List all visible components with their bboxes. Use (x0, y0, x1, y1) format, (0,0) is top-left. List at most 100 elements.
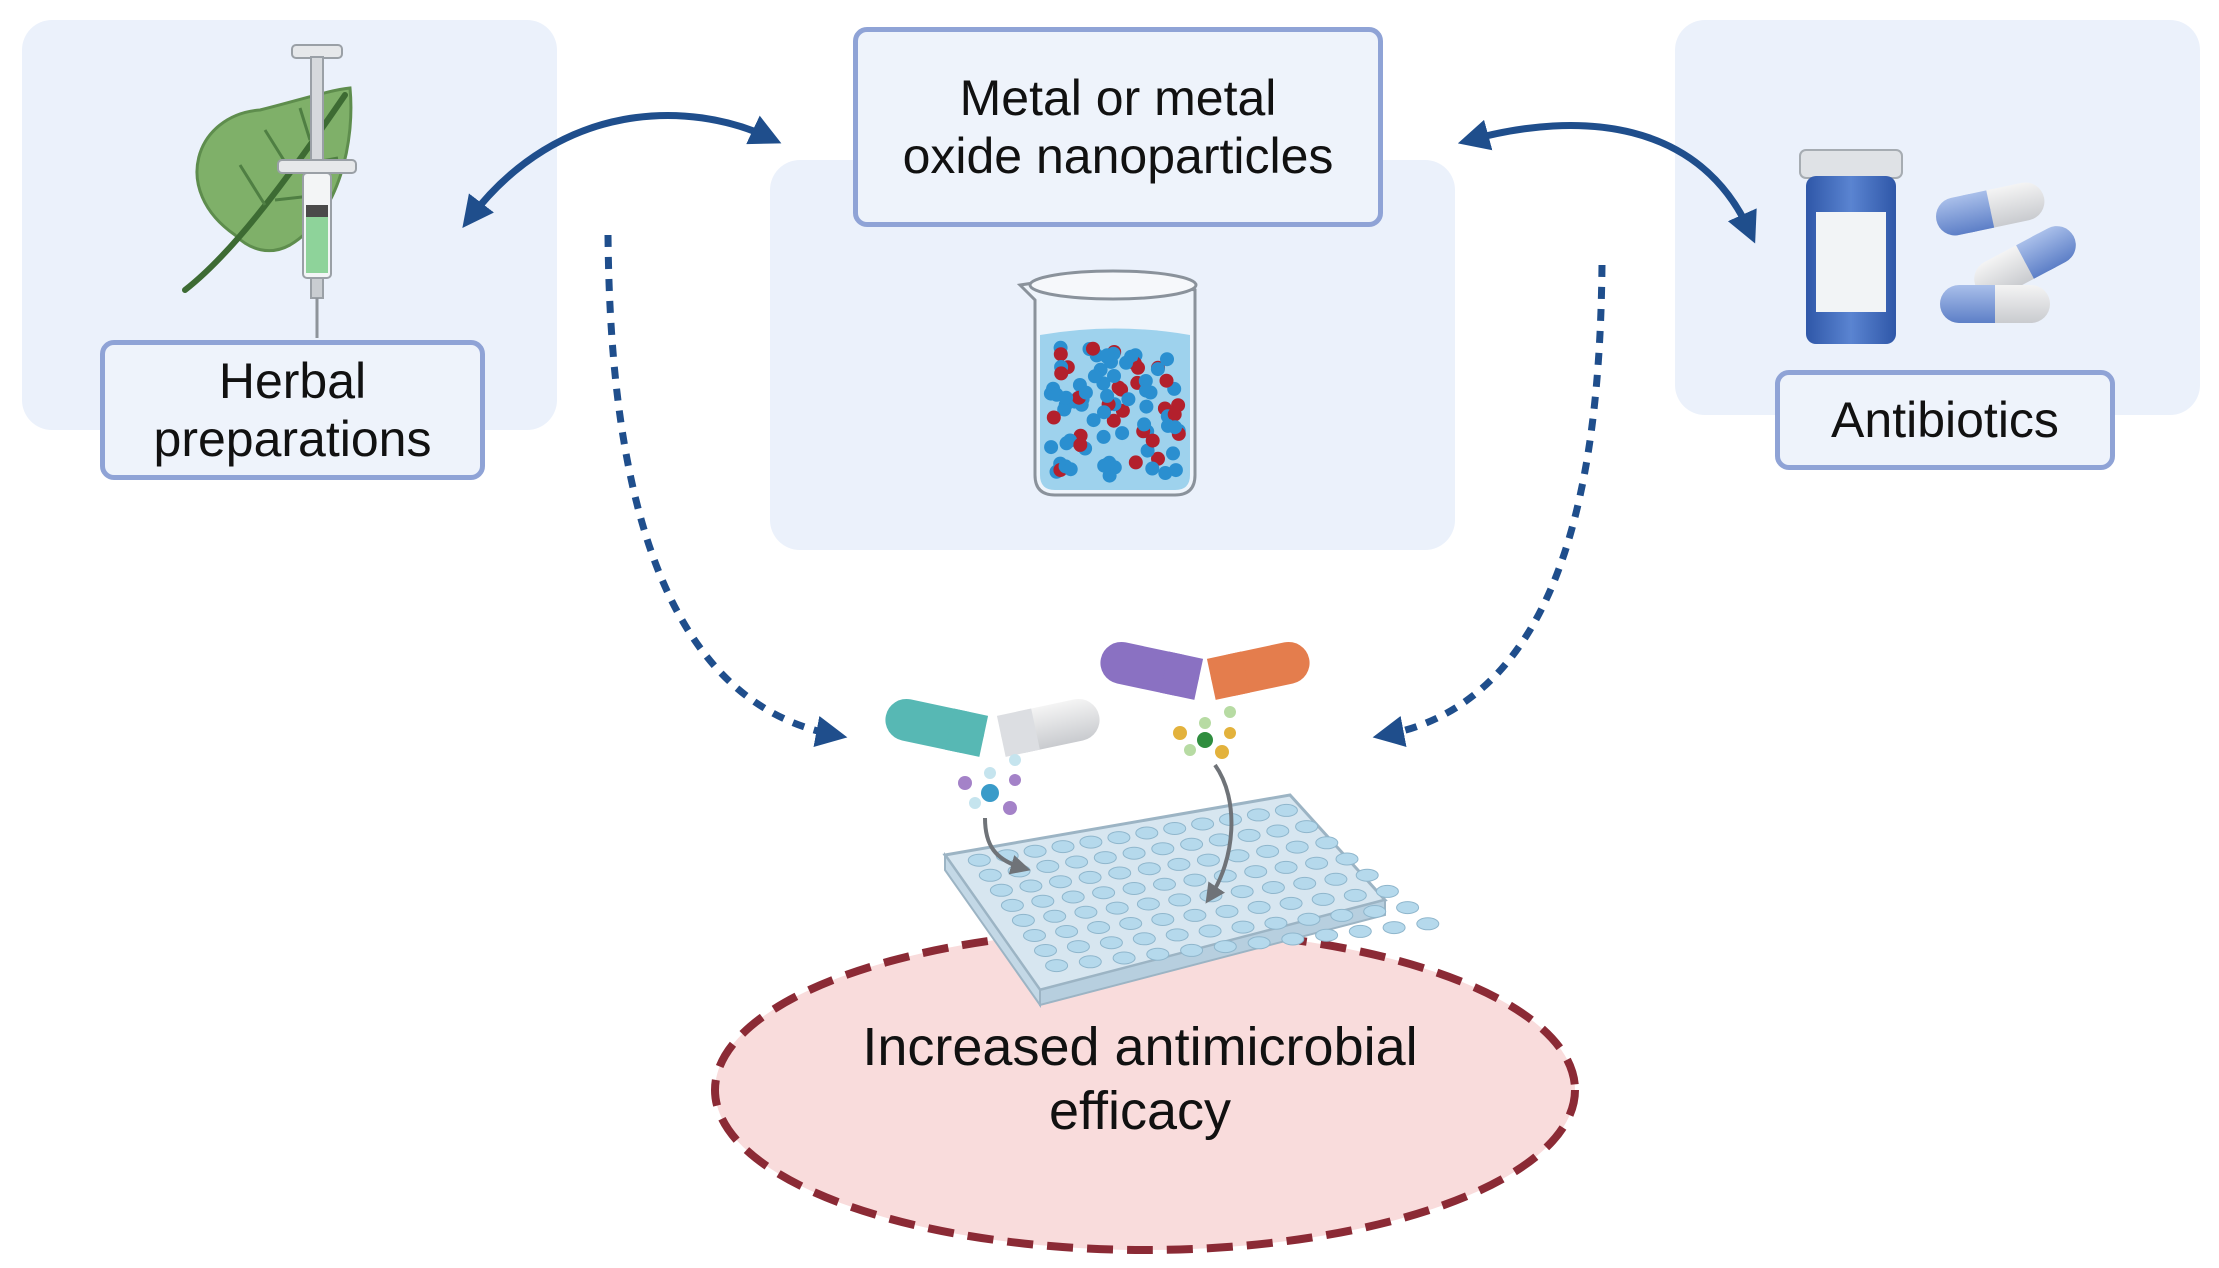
outcome-label: Increased antimicrobial efficacy (862, 1017, 1418, 1141)
well-plate-capsules-icon (885, 641, 1440, 1009)
plate-well (1165, 928, 1189, 942)
plate-well (1065, 855, 1089, 869)
herbal-label: Herbal preparations (100, 340, 485, 480)
plate-well (1293, 876, 1317, 890)
plate-well (1264, 916, 1288, 930)
nanoparticle (1059, 436, 1074, 451)
plate-well (1363, 905, 1387, 918)
plate-well (1019, 879, 1043, 893)
plate-well (1237, 828, 1261, 842)
nanoparticles-cluster (1043, 340, 1186, 483)
nanoparticle (1053, 347, 1068, 362)
nanoparticle (1044, 440, 1059, 455)
plate-well (1198, 924, 1222, 938)
plate-well (1163, 822, 1187, 835)
plate-well (1112, 951, 1136, 965)
plate-well (1396, 901, 1420, 915)
nanoparticle (1046, 410, 1061, 425)
plate-well (1281, 932, 1305, 946)
plate-well (1136, 897, 1160, 911)
plate-well (978, 868, 1002, 882)
plate-well (1324, 872, 1348, 886)
nanoparticle (1160, 352, 1174, 367)
plate-well (1191, 817, 1215, 831)
nanoparticle (1121, 392, 1136, 407)
plate-well (1108, 866, 1132, 880)
plate-well (1274, 803, 1298, 817)
nanoparticle (1100, 388, 1115, 403)
pill-bottle-capsules-icon (1799, 149, 2076, 344)
plate-well (1151, 913, 1175, 926)
plate-well (1107, 831, 1131, 845)
herbal-nanoparticles-arrow (462, 111, 782, 229)
nanoparticle (1167, 407, 1182, 422)
nanoparticle (1100, 348, 1115, 363)
plate-well (1285, 840, 1309, 854)
beaker-nanoparticles-icon (1016, 269, 1198, 497)
plate-well (1055, 925, 1079, 938)
plate-well (1315, 836, 1339, 850)
plate-well (1247, 936, 1271, 950)
plate-well (1045, 959, 1069, 973)
nanoparticles-label: Metal or metal oxide nanoparticles (853, 27, 1383, 227)
plate-well (1066, 940, 1090, 954)
plate-well (1146, 947, 1170, 961)
plate-well (1196, 853, 1220, 867)
plate-well (1416, 917, 1440, 931)
nanoparticle (1078, 385, 1093, 400)
plate-well (1087, 921, 1111, 934)
plate-well (1119, 917, 1143, 930)
nanoparticle (1097, 458, 1112, 473)
plate-well (1122, 882, 1146, 895)
plate-well (1099, 936, 1123, 950)
plate-well (1031, 894, 1055, 908)
nanoparticle (1168, 463, 1183, 478)
nanoparticle (1086, 341, 1100, 356)
plate-well (1183, 873, 1207, 887)
nanoparticle (1073, 437, 1088, 452)
plate-well (1132, 932, 1156, 946)
plate-well (1355, 868, 1379, 882)
nanoparticle (1087, 369, 1102, 384)
plate-well (1311, 892, 1335, 906)
plate-well (989, 883, 1013, 897)
plate-well (1034, 944, 1057, 957)
plate-well (1122, 846, 1146, 860)
nanoparticle (1097, 405, 1111, 420)
plate-well (1330, 908, 1354, 922)
plate-well (1043, 909, 1067, 923)
plate-well (1135, 826, 1159, 840)
nanoparticle (1137, 417, 1152, 432)
plate-well (1079, 835, 1103, 849)
plate-well (1215, 904, 1239, 918)
herbal-outcome-arrow (604, 234, 848, 747)
plate-well (1023, 844, 1047, 858)
plate-well (1153, 877, 1176, 891)
nanoparticle (1145, 461, 1160, 476)
plate-well (1180, 837, 1204, 851)
nanoparticle (1107, 369, 1121, 383)
nanoparticle (1128, 455, 1143, 470)
plate-well (1074, 905, 1098, 919)
plate-well (1247, 900, 1271, 914)
plate-well (1180, 943, 1204, 957)
plate-well (1213, 940, 1237, 954)
antibiotics-outcome-arrow (1372, 264, 1606, 747)
plate-well (1246, 808, 1270, 822)
nanoparticle (1063, 462, 1078, 477)
plate-well (1230, 885, 1254, 899)
nanoparticle (1159, 373, 1174, 388)
nanoparticle (1106, 413, 1121, 428)
nanoparticle (1158, 466, 1173, 480)
plate-well (967, 853, 991, 867)
nanoparticle (1096, 429, 1111, 444)
plate-well (1274, 860, 1298, 874)
plate-well (1382, 921, 1406, 935)
plate-well (1105, 901, 1129, 915)
plate-well (1348, 924, 1372, 938)
nanoparticle (1168, 420, 1182, 435)
plate-well (1092, 886, 1116, 900)
plate-well (1011, 913, 1035, 927)
plate-well (1256, 844, 1280, 858)
plate-well (1061, 890, 1085, 904)
